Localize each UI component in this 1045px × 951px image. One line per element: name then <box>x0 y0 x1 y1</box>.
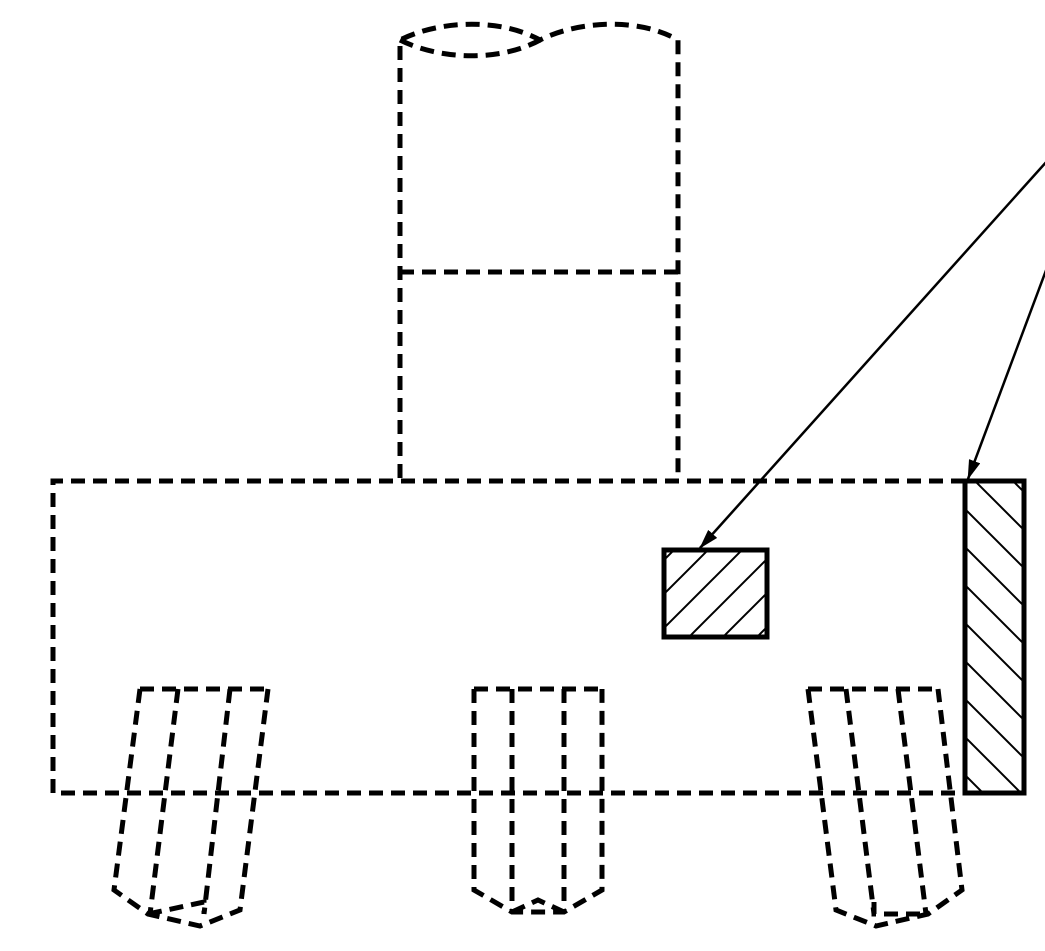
shaft <box>397 21 681 478</box>
hatched-section-small <box>661 547 770 640</box>
leader-arrow-to-small-section <box>699 161 1045 549</box>
drill-middle <box>471 686 605 915</box>
drill-left <box>111 686 271 929</box>
hatched-section-tall <box>962 478 1027 796</box>
drill-right <box>805 686 965 929</box>
base-block <box>50 478 965 796</box>
leader-arrow-to-tall-section <box>966 269 1045 480</box>
